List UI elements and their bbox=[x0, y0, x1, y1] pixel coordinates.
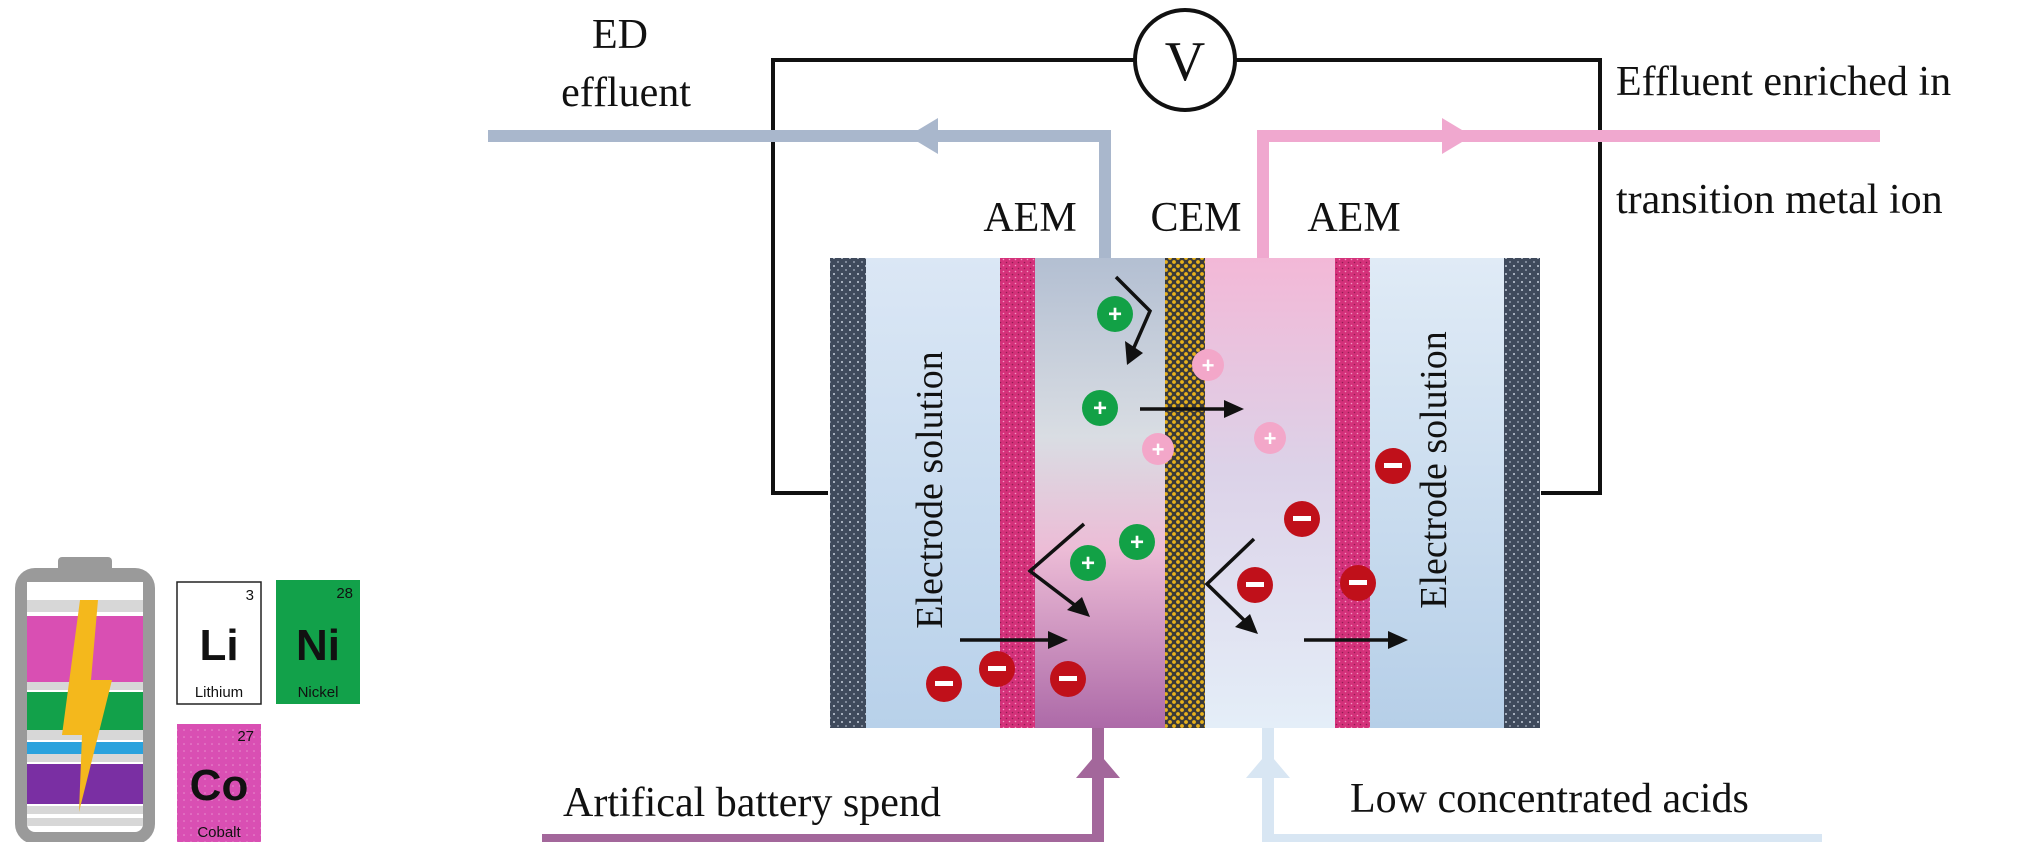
aem-left-label: AEM bbox=[983, 195, 1076, 241]
element-tile-lithium: 3 Li Lithium bbox=[176, 581, 262, 705]
ions: + + + + + + + bbox=[926, 296, 1411, 702]
cation-green-3: + bbox=[1070, 545, 1106, 581]
anion-red-6 bbox=[1340, 565, 1376, 601]
enriched-effluent-label-line2: transition metal ion bbox=[1616, 177, 1943, 223]
anion-red-7 bbox=[1375, 448, 1411, 484]
left-electrode bbox=[830, 258, 866, 728]
anion-red-3 bbox=[1050, 661, 1086, 697]
ed-effluent-label-line1: ED bbox=[592, 12, 648, 58]
cation-green-2: + bbox=[1082, 390, 1118, 426]
dilute-compartment bbox=[1035, 258, 1165, 728]
ion-movement-arrows bbox=[960, 275, 1390, 642]
aem-membrane-right bbox=[1335, 258, 1370, 728]
aem-right-label: AEM bbox=[1307, 195, 1400, 241]
circuit-wire bbox=[771, 58, 1602, 495]
ed-effluent-label-line2: effluent bbox=[561, 70, 691, 116]
right-electrode-solution-label: Electrode solution bbox=[1413, 331, 1455, 609]
element-tile-cobalt: 27 Co Cobalt bbox=[177, 724, 261, 842]
right-electrode-solution-chamber bbox=[1370, 258, 1504, 728]
enriched-effluent-label-line1: Effluent enriched in bbox=[1616, 59, 1951, 105]
concentrate-compartment bbox=[1205, 258, 1335, 728]
element-symbol: Li bbox=[199, 621, 238, 670]
svg-text:+: + bbox=[1202, 353, 1215, 378]
ed-effluent-arrowhead bbox=[908, 118, 938, 154]
anion-rejected-arrow-left bbox=[1027, 522, 1086, 608]
element-symbol: Ni bbox=[296, 621, 340, 670]
cation-green-1: + bbox=[1097, 296, 1133, 332]
cem-label: CEM bbox=[1150, 195, 1241, 241]
ed-effluent-stream bbox=[488, 130, 1111, 258]
aem-membrane-left bbox=[1000, 258, 1035, 728]
cation-green-4: + bbox=[1119, 524, 1155, 560]
left-electrode-solution-label: Electrode solution bbox=[909, 351, 951, 629]
anion-red-5 bbox=[1284, 501, 1320, 537]
cation-rejected-arrow bbox=[1114, 275, 1153, 353]
svg-text:+: + bbox=[1152, 437, 1165, 462]
battery-spend-label: Artifical battery spend bbox=[563, 780, 941, 826]
low-acids-label: Low concentrated acids bbox=[1350, 776, 1749, 822]
right-electrode bbox=[1504, 258, 1540, 728]
left-electrode-solution-chamber bbox=[866, 258, 1000, 728]
anion-red-4 bbox=[1237, 567, 1273, 603]
svg-text:+: + bbox=[1108, 301, 1122, 328]
atomic-number: 3 bbox=[246, 587, 254, 604]
element-name: Nickel bbox=[298, 684, 339, 701]
anion-red-2 bbox=[979, 651, 1015, 687]
lightning-bolt-icon bbox=[62, 600, 112, 812]
cation-pink-3: + bbox=[1254, 422, 1286, 454]
atomic-number: 27 bbox=[237, 728, 254, 745]
cation-pink-2: + bbox=[1142, 433, 1174, 465]
atomic-number: 28 bbox=[336, 585, 353, 602]
cem-membrane bbox=[1165, 258, 1205, 728]
element-symbol: Co bbox=[190, 761, 249, 810]
voltmeter-icon: V bbox=[1133, 8, 1237, 112]
acid-feed-arrowhead bbox=[1246, 752, 1290, 778]
enriched-effluent-arrowhead bbox=[1442, 118, 1472, 154]
element-name: Lithium bbox=[195, 684, 243, 701]
anion-red-1 bbox=[926, 666, 962, 702]
battery-feed-arrowhead bbox=[1076, 752, 1120, 778]
voltmeter-label: V bbox=[1165, 31, 1205, 93]
enriched-effluent-stream bbox=[1257, 130, 1880, 258]
cation-pink-1: + bbox=[1192, 349, 1224, 381]
element-name: Cobalt bbox=[197, 824, 241, 841]
svg-text:+: + bbox=[1081, 550, 1095, 577]
svg-text:+: + bbox=[1130, 529, 1144, 556]
svg-text:+: + bbox=[1093, 395, 1107, 422]
svg-text:+: + bbox=[1264, 426, 1277, 451]
anion-rejected-arrow-right bbox=[1204, 537, 1256, 624]
ion-arrowheads bbox=[1048, 341, 1408, 649]
element-tile-nickel: 28 Ni Nickel bbox=[276, 580, 360, 704]
